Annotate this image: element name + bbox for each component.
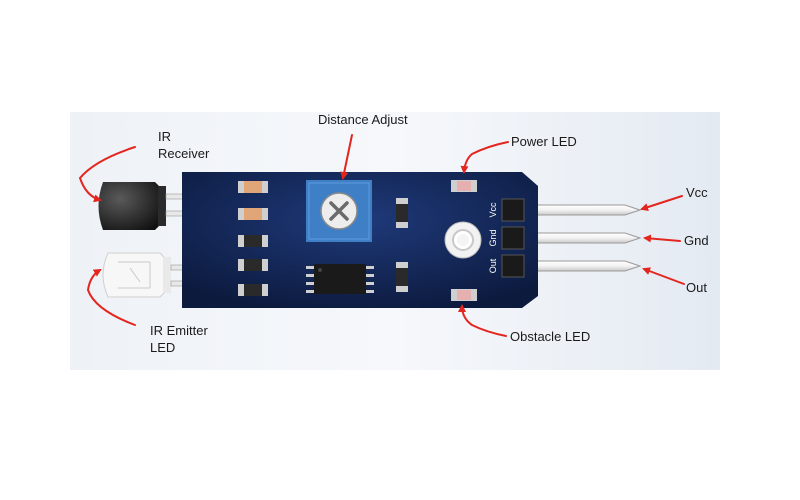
label-gnd: Gnd [684, 233, 709, 248]
arrow-vcc [640, 195, 683, 211]
arrow-power-led [460, 141, 509, 174]
label-ir-receiver-line1: IR [158, 129, 171, 144]
label-ir-emitter: IR Emitter LED [150, 322, 240, 356]
silk-vcc: Vcc [488, 202, 498, 218]
arrow-out [642, 267, 685, 285]
arrow-distance-adjust [340, 134, 353, 180]
smd-components [238, 181, 408, 296]
silk-out: Out [488, 258, 498, 273]
label-obstacle-led: Obstacle LED [510, 329, 591, 344]
obstacle-led [451, 289, 477, 301]
label-ir-emitter-line2: LED [150, 340, 176, 355]
arrow-obstacle-led [458, 304, 507, 337]
pin-header-block [501, 198, 525, 278]
ic-chip [306, 264, 374, 294]
distance-potentiometer [306, 180, 372, 242]
label-ir-receiver: IR Receiver [158, 128, 248, 162]
label-power-led: Power LED [511, 134, 577, 149]
label-distance-adjust: Distance Adjust [318, 112, 408, 127]
header-pins [519, 204, 642, 272]
arrow-gnd [643, 234, 681, 243]
silk-gnd: Gnd [488, 229, 498, 246]
label-out: Out [686, 280, 707, 295]
power-led [451, 180, 477, 192]
callout-arrows [78, 134, 685, 337]
arrow-ir-receiver [78, 146, 136, 203]
label-vcc: Vcc [686, 185, 708, 200]
arrow-ir-emitter [86, 268, 136, 326]
label-ir-emitter-line1: IR Emitter [150, 323, 208, 338]
mounting-hole [444, 221, 482, 259]
label-ir-receiver-line2: Receiver [158, 146, 210, 161]
ir-emitter-led [102, 252, 196, 298]
pcb-board: Vcc Gnd Out [182, 172, 538, 308]
